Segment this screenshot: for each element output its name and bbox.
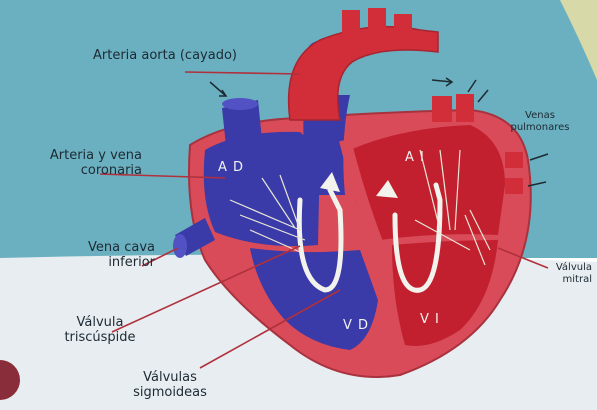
- label-mitral: Válvula mitral: [520, 262, 592, 286]
- chamber-label-right-atrium: A D: [218, 160, 244, 175]
- right-atrium: [204, 132, 320, 246]
- chamber-label-left-atrium: A I: [405, 150, 425, 165]
- label-mitral-line2: mitral: [520, 274, 592, 286]
- label-semilunar-line2: sigmoideas: [110, 385, 230, 400]
- aorta-branch-1: [342, 10, 360, 36]
- vena-cava-superior-opening: [222, 98, 258, 110]
- label-vena-cava-line2: inferior: [30, 255, 155, 270]
- pulmonary-vein-top-1: [432, 96, 452, 122]
- label-tricuspid: Válvula triscúspide: [45, 315, 155, 345]
- label-pulmonary-veins: Venas pulmonares: [490, 110, 590, 134]
- label-pulmonary-veins-line1: Venas: [490, 110, 590, 122]
- label-tricuspid-line2: triscúspide: [45, 330, 155, 345]
- pulmonary-vein-side-2: [505, 178, 523, 194]
- aorta-branch-2: [368, 8, 386, 34]
- label-vena-cava-line1: Vena cava: [30, 240, 155, 255]
- label-aorta: Arteria aorta (cayado): [93, 48, 237, 63]
- label-vena-cava-inferior: Vena cava inferior: [30, 240, 155, 270]
- pulmonary-vein-top-2: [456, 94, 474, 122]
- label-pulmonary-veins-line2: pulmonares: [490, 122, 590, 134]
- label-semilunar-line1: Válvulas: [110, 370, 230, 385]
- aorta-branch-3: [394, 14, 412, 36]
- label-coronary-line1: Arteria y vena: [4, 148, 142, 163]
- vena-cava-inferior-opening: [173, 234, 187, 258]
- label-mitral-line1: Válvula: [520, 262, 592, 274]
- pulmonary-vein-side-1: [505, 152, 523, 168]
- label-semilunar: Válvulas sigmoideas: [110, 370, 230, 400]
- chamber-label-right-ventricle: V D: [343, 318, 369, 333]
- chamber-label-left-ventricle: V I: [420, 312, 440, 327]
- label-tricuspid-line1: Válvula: [45, 315, 155, 330]
- label-coronary-line2: coronaria: [4, 163, 142, 178]
- label-coronary: Arteria y vena coronaria: [4, 148, 142, 178]
